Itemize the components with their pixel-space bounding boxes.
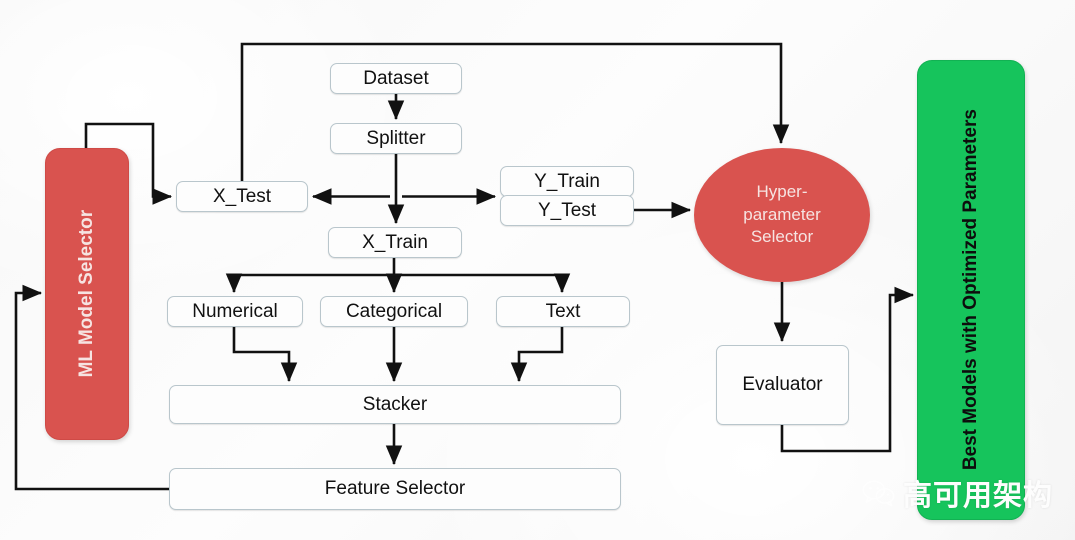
- node-feature-selector[interactable]: Feature Selector: [169, 468, 621, 510]
- edge-xtrain-numerical: [225, 273, 394, 294]
- node-stacker[interactable]: Stacker: [169, 385, 621, 424]
- node-text-label: Text: [545, 300, 581, 322]
- node-ml-model-selector-label: ML Model Selector: [76, 210, 98, 378]
- node-best-models[interactable]: Best Models with Optimized Parameters: [917, 60, 1025, 520]
- node-hyperparameter-selector[interactable]: Hyper- parameter Selector: [694, 148, 870, 282]
- node-hyperparameter-selector-label-line3: Selector: [750, 227, 814, 247]
- edge-evaluator-bestmodels: [780, 286, 915, 453]
- node-numerical[interactable]: Numerical: [167, 296, 303, 327]
- node-x-train[interactable]: X_Train: [328, 227, 462, 258]
- node-stacker-label: Stacker: [362, 393, 428, 415]
- edge-text-stacker: [510, 327, 564, 383]
- edge-xtest-hyperparameter: [240, 42, 790, 181]
- node-dataset-label: Dataset: [363, 67, 429, 89]
- node-y-test[interactable]: Y_Test: [500, 195, 634, 226]
- edge-mlmodelselector-xtest: [84, 122, 173, 205]
- node-ml-model-selector[interactable]: ML Model Selector: [45, 148, 129, 440]
- node-x-test-label: X_Test: [212, 185, 272, 207]
- node-x-train-label: X_Train: [362, 231, 428, 253]
- node-feature-selector-label: Feature Selector: [324, 478, 466, 500]
- edge-xtrain-text: [394, 273, 571, 294]
- node-splitter[interactable]: Splitter: [330, 123, 462, 154]
- node-text[interactable]: Text: [496, 296, 630, 327]
- edge-featureselector-mlmodelselector: [14, 284, 169, 491]
- node-splitter-label: Splitter: [366, 127, 426, 149]
- edge-numerical-stacker: [232, 327, 298, 383]
- node-x-test[interactable]: X_Test: [176, 181, 308, 212]
- node-y-train[interactable]: Y_Train: [500, 166, 634, 197]
- node-y-test-label: Y_Test: [537, 199, 597, 221]
- node-best-models-label: Best Models with Optimized Parameters: [960, 109, 982, 471]
- node-hyperparameter-selector-label-line2: parameter: [743, 204, 821, 224]
- node-y-train-label: Y_Train: [534, 170, 600, 192]
- node-evaluator-label: Evaluator: [742, 374, 823, 396]
- node-categorical-label: Categorical: [345, 300, 443, 322]
- node-dataset[interactable]: Dataset: [330, 63, 462, 94]
- node-numerical-label: Numerical: [192, 300, 278, 322]
- node-evaluator[interactable]: Evaluator: [716, 345, 849, 425]
- node-hyperparameter-selector-label-line1: Hyper-: [756, 182, 808, 202]
- node-categorical[interactable]: Categorical: [320, 296, 468, 327]
